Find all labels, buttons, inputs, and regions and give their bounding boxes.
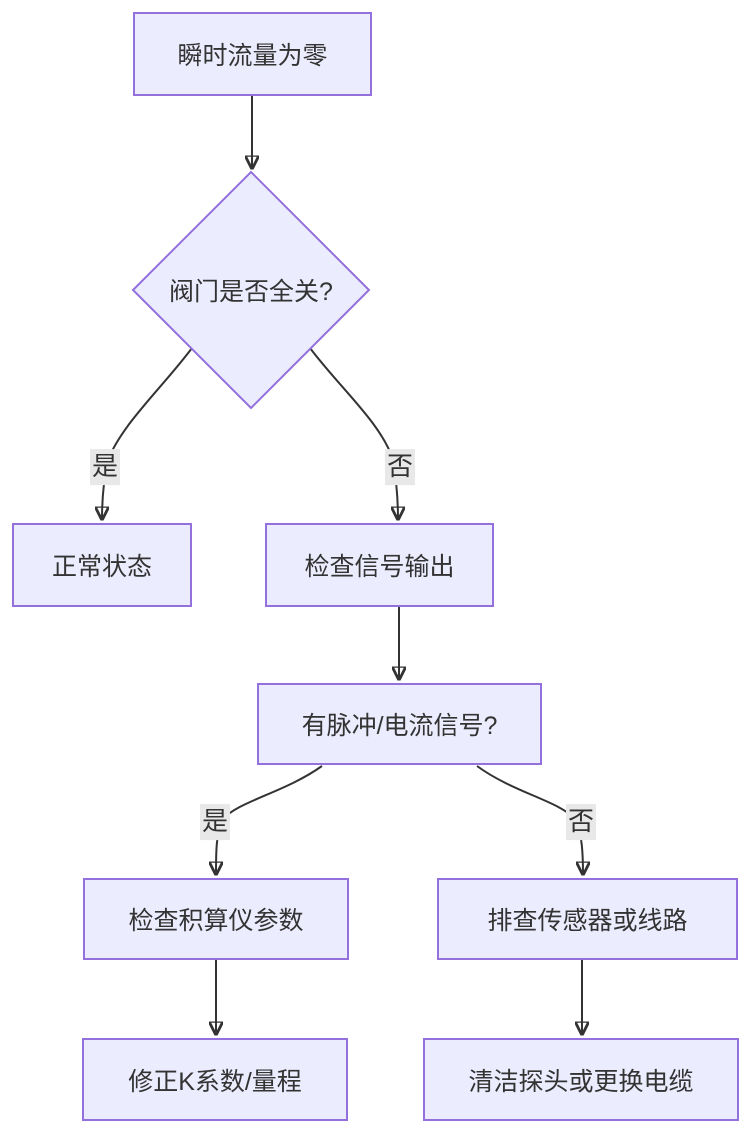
node-inspect-sensor-wiring: 排查传感器或线路 — [437, 878, 738, 960]
edge-label-no-2: 否 — [565, 804, 597, 840]
node-normal-state: 正常状态 — [12, 523, 192, 607]
edge-label-yes-2: 是 — [199, 804, 231, 840]
node-decision-valve-label: 阀门是否全关? — [169, 278, 333, 306]
node-fix-k-factor-range: 修正K系数/量程 — [82, 1038, 348, 1121]
node-clean-probe-replace-cable: 清洁探头或更换电缆 — [423, 1038, 739, 1121]
edge-question-yes — [216, 765, 323, 874]
edge-decision-yes — [102, 347, 193, 519]
node-check-totalizer-params: 检查积算仪参数 — [83, 878, 349, 960]
node-flow-zero: 瞬时流量为零 — [133, 12, 372, 96]
edge-label-no-1: 否 — [384, 449, 416, 485]
edge-decision-no — [309, 347, 398, 519]
edge-label-yes-1: 是 — [89, 449, 121, 485]
decision-diamond-shape — [131, 170, 371, 410]
node-pulse-current-question: 有脉冲/电流信号? — [257, 683, 542, 765]
node-check-signal-output: 检查信号输出 — [265, 523, 494, 607]
